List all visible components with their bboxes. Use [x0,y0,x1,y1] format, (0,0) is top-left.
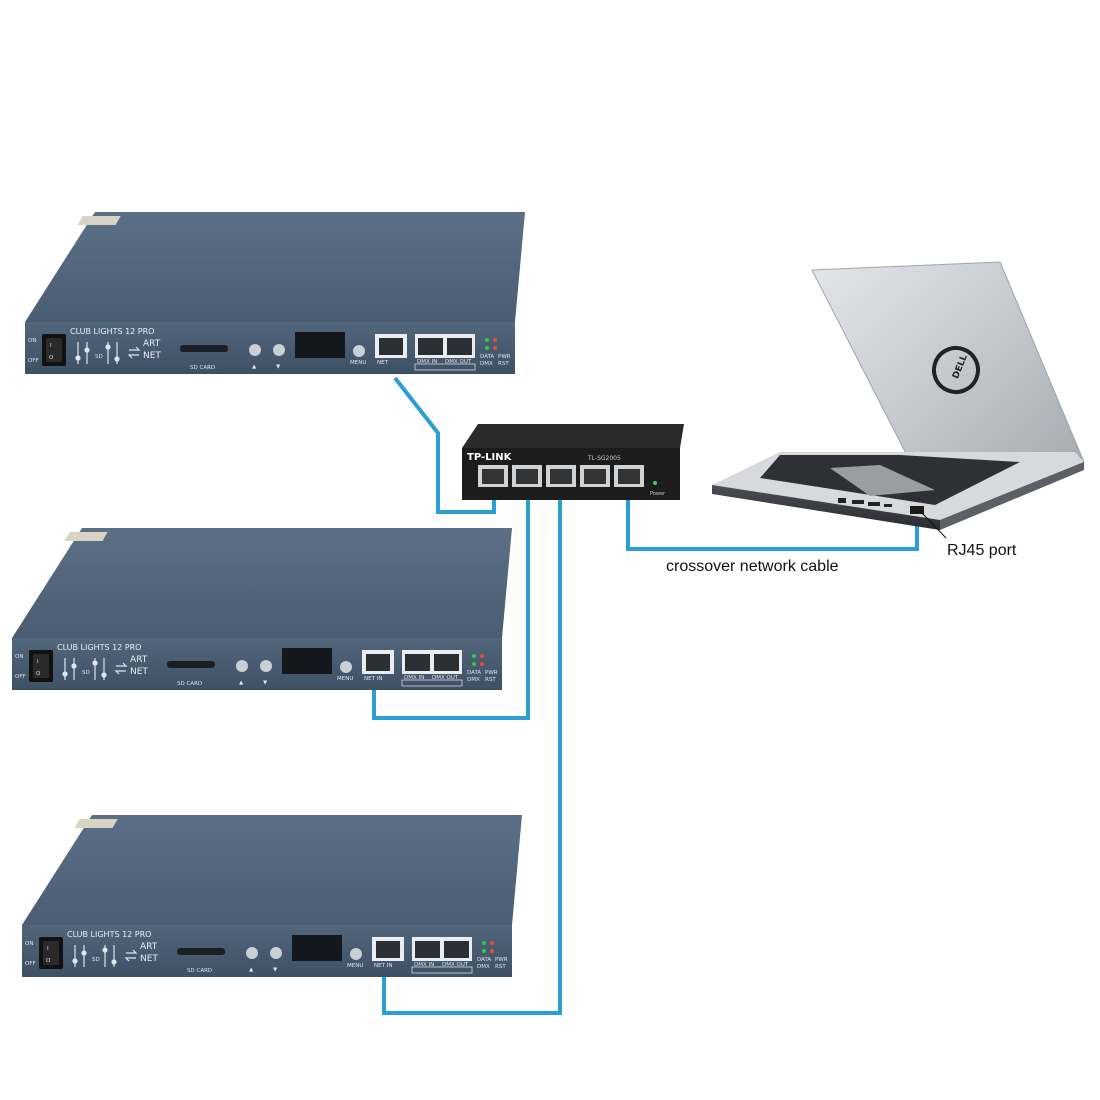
rst-label: RST [498,361,509,367]
switch-model: TL-SG2005 [587,455,621,462]
pwr-label: PWR [485,670,498,676]
artnet-logo-bottom: NET [130,667,148,677]
off-label: OFF [25,961,36,967]
sd-card-label: SD CARD [177,681,202,687]
dmx-in-label: DMX IN [414,962,434,968]
on-label: ON [25,941,33,947]
on-label: ON [28,338,36,344]
switch-brand: TP-LINK [467,452,513,463]
dmx-label: DMX [467,677,480,683]
dell-logo-ring [932,346,980,394]
rj45-pointer [921,512,947,539]
net-label: NET IN [374,963,392,969]
device-model-label: CLUB LIGHTS 12 PRO [67,930,151,939]
rst-label: RST [485,677,496,683]
data-label: DATA [467,670,481,676]
cable-label: crossover network cable [666,558,839,575]
port-label: RJ45 port [947,542,1017,559]
dmx-out-label: DMX OUT [445,359,472,365]
cable-switch-laptop [626,495,919,551]
dmx-in-label: DMX IN [417,359,437,365]
device-2: CLUB LIGHTS 12 PRO ON OFF ART NET SD CAR… [11,527,513,691]
sd-card-label: SD CARD [187,968,212,974]
data-label: DATA [480,354,494,360]
switch-ports [478,465,644,487]
device-model-label: CLUB LIGHTS 12 PRO [57,643,141,652]
net-label: NET [377,360,389,366]
network-switch: TP-LINK TL-SG2005 Power [462,424,684,500]
artnet-logo-top: ART [143,339,161,349]
artnet-logo-bottom: NET [143,351,161,361]
pwr-label: PWR [498,354,511,360]
cable-device1-switch [393,376,496,514]
rj45-port [910,506,924,514]
net-label: NET IN [364,676,382,682]
device-1: CLUB LIGHTS 12 PRO ON OFF ART NET SD CAR… [24,211,526,375]
laptop: DELL [712,261,1085,530]
laptop-side-ports [838,498,924,514]
menu-label: MENU [347,963,363,969]
menu-label: MENU [350,360,366,366]
dmx-label: DMX [480,361,493,367]
off-label: OFF [28,358,39,364]
dmx-in-label: DMX IN [404,675,424,681]
off-label: OFF [15,674,26,680]
sd-card-label: SD CARD [190,365,215,371]
cable-device2-switch [372,488,530,720]
switch-power-label: Power [650,491,666,497]
network-cables [372,376,919,1015]
artnet-logo-top: ART [130,655,148,665]
power-led [653,481,657,485]
dmx-out-label: DMX OUT [442,962,469,968]
artnet-logo-bottom: NET [140,954,158,964]
dmx-out-label: DMX OUT [432,675,459,681]
rst-label: RST [495,964,506,970]
device-3: CLUB LIGHTS 12 PRO ON OFF ART NET SD CAR… [21,814,523,978]
menu-label: MENU [337,676,353,682]
on-label: ON [15,654,23,660]
pwr-label: PWR [495,957,508,963]
artnet-logo-top: ART [140,942,158,952]
dmx-label: DMX [477,964,490,970]
data-label: DATA [477,957,491,963]
device-model-label: CLUB LIGHTS 12 PRO [70,327,154,336]
cable-device3-switch [382,488,562,1015]
